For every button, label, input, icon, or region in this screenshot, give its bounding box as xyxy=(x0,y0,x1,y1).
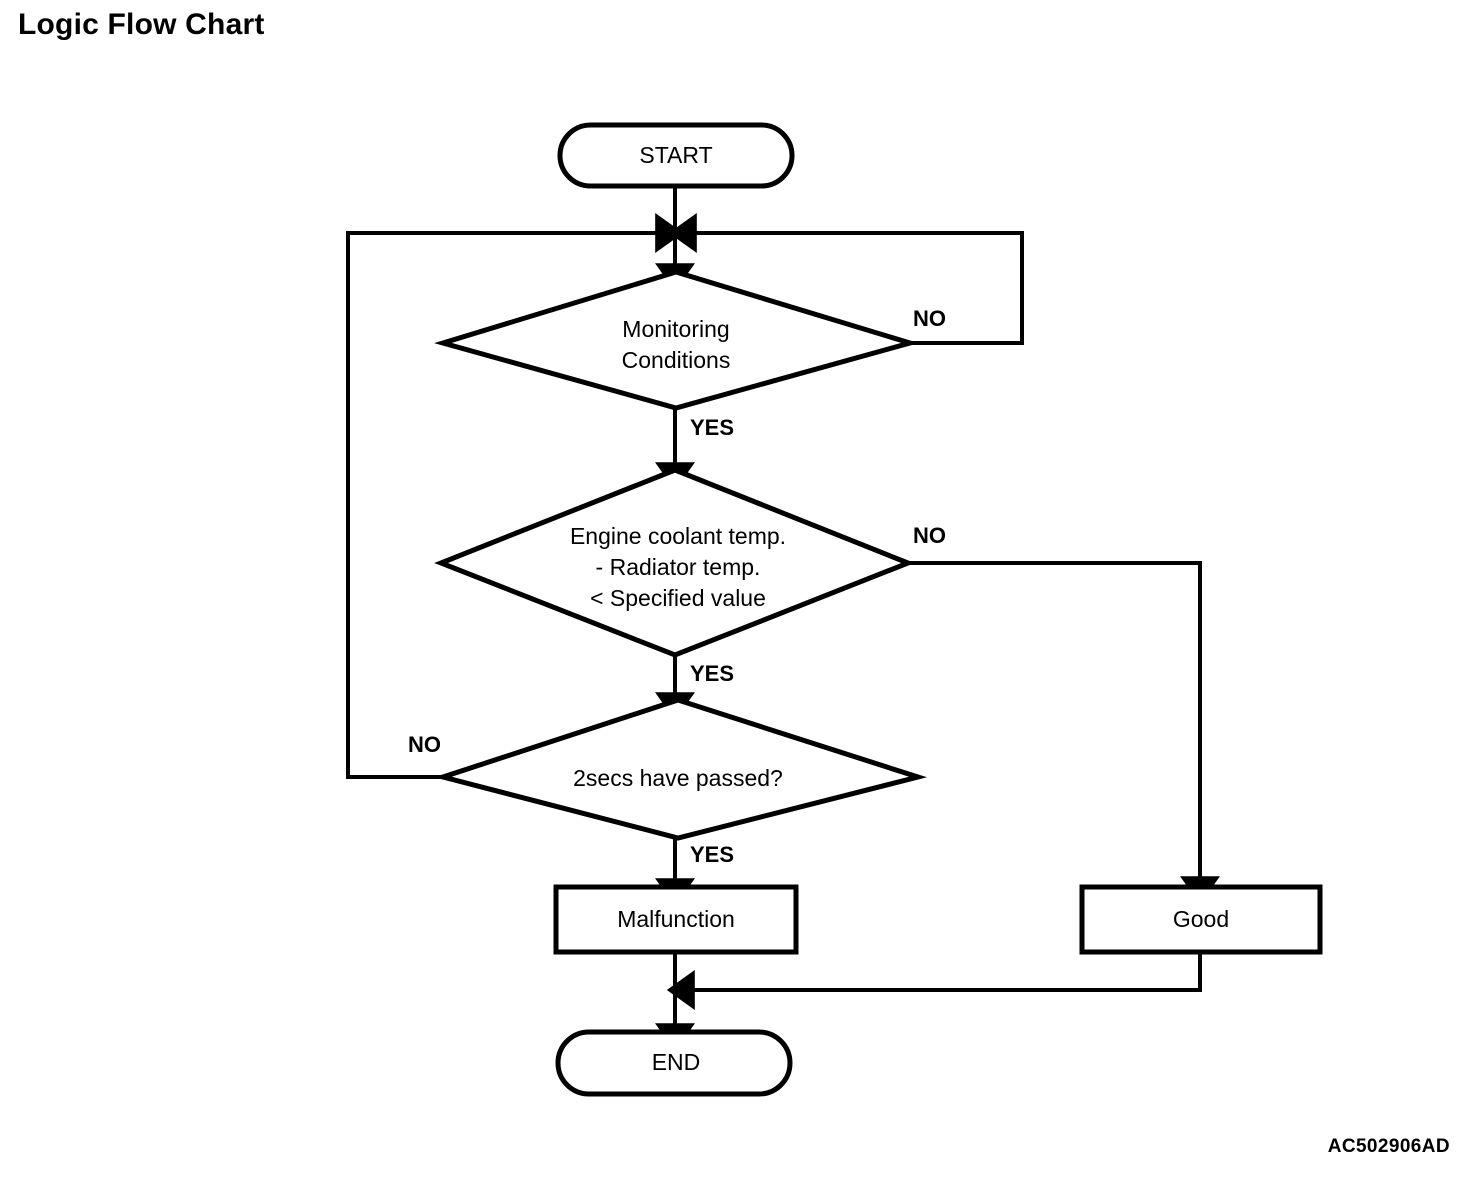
edge-timer-no-feedback-loop xyxy=(346,213,684,779)
node-coolant-label-line1: Engine coolant temp. xyxy=(570,523,786,549)
branch-label-monitoring-no: NO xyxy=(913,306,946,331)
node-end-label: END xyxy=(652,1049,701,1075)
branch-label-monitoring-yes: YES xyxy=(690,415,734,440)
node-monitoring-conditions[interactable] xyxy=(434,269,919,411)
branch-label-coolant-yes: YES xyxy=(690,661,734,686)
node-timer-condition[interactable] xyxy=(434,697,928,841)
node-start-label: START xyxy=(639,142,712,168)
node-coolant-label-line2: - Radiator temp. xyxy=(596,554,761,580)
node-good[interactable] xyxy=(1079,884,1323,955)
page-title: Logic Flow Chart xyxy=(18,8,265,41)
node-good-label: Good xyxy=(1173,906,1229,932)
node-malfunction-label: Malfunction xyxy=(617,906,735,932)
node-malfunction[interactable] xyxy=(553,884,799,955)
edge-coolant-no-to-good xyxy=(908,561,1220,905)
edge-good-to-end xyxy=(666,952,1202,1010)
branch-label-timer-no: NO xyxy=(408,732,441,757)
branch-label-coolant-no: NO xyxy=(913,523,946,548)
node-start[interactable] xyxy=(557,122,795,189)
node-monitoring-label-line1: Monitoring xyxy=(622,316,729,342)
node-monitoring-label-line2: Conditions xyxy=(622,347,731,373)
reference-code: AC502906AD xyxy=(1327,1136,1450,1157)
node-coolant-label-line3: < Specified value xyxy=(590,585,766,611)
branch-label-timer-yes: YES xyxy=(690,842,734,867)
edge-monitoring-no-feedback-loop xyxy=(668,213,1024,345)
node-coolant-temp-condition[interactable] xyxy=(434,467,915,658)
node-timer-label: 2secs have passed? xyxy=(573,765,783,791)
node-end[interactable] xyxy=(555,1029,793,1097)
